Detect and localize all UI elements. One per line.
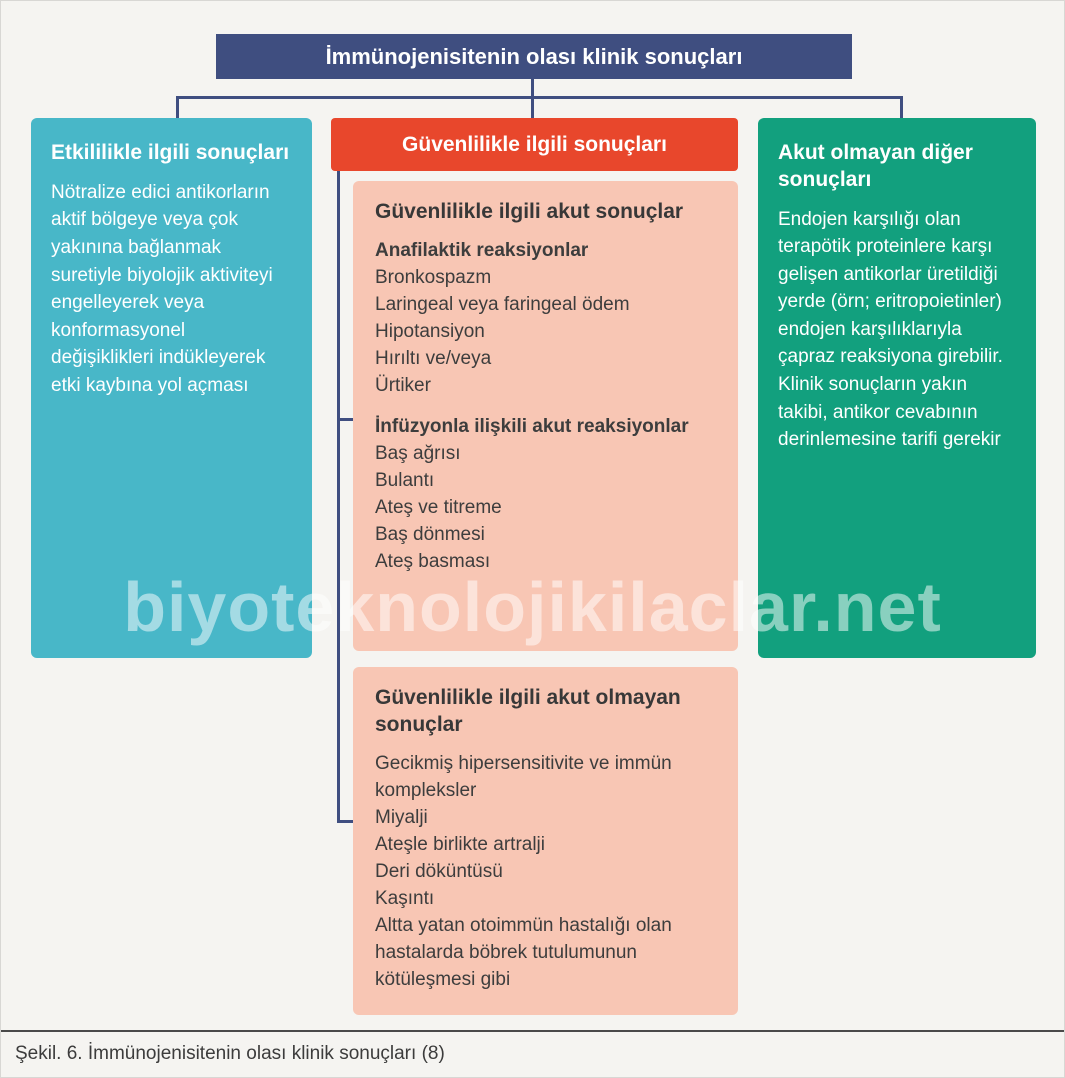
acute-safety-title: Güvenlilikle ilgili akut sonuçlar [375, 200, 684, 223]
connector-center-drop [531, 96, 534, 119]
nonacute-list: Gecikmiş hipersensitivite ve immün kompl… [375, 751, 716, 994]
anaphylactic-list: Bronkospazm Laringeal veya faringeal öde… [375, 265, 716, 400]
connector-safety-vertical [337, 170, 340, 823]
nonacute-safety-box: Güvenlilikle ilgili akut olmayan sonuçla… [353, 667, 738, 1015]
list-item: Bronkospazm [375, 266, 492, 288]
efficacy-title: Etkililikle ilgili sonuçları [51, 141, 290, 164]
anaphylactic-section: Anafilaktik reaksiyonlar Bronkospazm Lar… [375, 238, 716, 400]
list-item: Ateş basması [375, 550, 491, 572]
list-item: Gecikmiş hipersensitivite ve immün kompl… [375, 752, 672, 801]
other-title: Akut olmayan diğer sonuçları [778, 141, 973, 191]
caption-divider [1, 1030, 1064, 1032]
infusion-section: İnfüzyonla ilişkili akut reaksiyonlar Ba… [375, 414, 716, 576]
list-item: Hipotansiyon [375, 320, 485, 342]
figure-caption: Şekil. 6. İmmünojenisitenin olası klinik… [15, 1043, 445, 1064]
list-item: Baş dönmesi [375, 523, 485, 545]
connector-right-drop [900, 96, 903, 119]
list-item: Altta yatan otoimmün hastalığı olan hast… [375, 914, 672, 990]
efficacy-box: Etkililikle ilgili sonuçları Nötralize e… [31, 118, 312, 658]
list-item: Deri döküntüsü [375, 860, 503, 882]
connector-tick-miyalji [337, 820, 359, 823]
list-item: Kaşıntı [375, 887, 435, 909]
other-body: Endojen karşılığı olan terapötik protein… [778, 208, 1003, 451]
safety-title: Güvenlilikle ilgili sonuçları [402, 132, 667, 156]
efficacy-body: Nötralize edici antikorların aktif bölge… [51, 181, 273, 396]
list-item: Ateşle birlikte artralji [375, 833, 545, 855]
list-item: Baş ağrısı [375, 442, 461, 464]
acute-safety-box: Güvenlilikle ilgili akut sonuçlar Anafil… [353, 181, 738, 651]
list-item: Laringeal veya faringeal ödem [375, 293, 630, 315]
figure-title: İmmünojenisitenin olası klinik sonuçları [325, 43, 743, 69]
figure-title-box: İmmünojenisitenin olası klinik sonuçları [216, 34, 852, 79]
list-item: Ürtiker [375, 374, 431, 396]
infusion-heading: İnfüzyonla ilişkili akut reaksiyonlar [375, 415, 689, 437]
list-item: Miyalji [375, 806, 428, 828]
nonacute-safety-title: Güvenlilikle ilgili akut olmayan sonuçla… [375, 686, 681, 736]
infusion-list: Baş ağrısı Bulantı Ateş ve titreme Baş d… [375, 441, 716, 576]
list-item: Bulantı [375, 469, 435, 491]
connector-left-drop [176, 96, 179, 119]
anaphylactic-heading: Anafilaktik reaksiyonlar [375, 239, 589, 261]
other-consequences-box: Akut olmayan diğer sonuçları Endojen kar… [758, 118, 1036, 658]
safety-header: Güvenlilikle ilgili sonuçları [331, 118, 738, 171]
connector-tick-urtiker [337, 418, 359, 421]
connector-horizontal [176, 96, 903, 99]
list-item: Hırıltı ve/veya [375, 347, 492, 369]
list-item: Ateş ve titreme [375, 496, 502, 518]
connector-title-stem [531, 78, 534, 99]
